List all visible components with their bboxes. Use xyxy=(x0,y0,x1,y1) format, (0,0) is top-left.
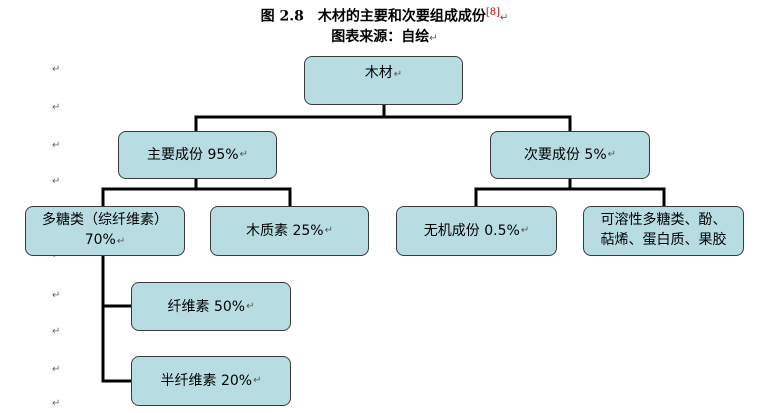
node-soluble-components: 可溶性多糖类、酚、 萜烯、蛋白质、果胶 xyxy=(583,206,744,256)
paragraph-mark: ↵ xyxy=(52,64,61,75)
paragraph-mark: ↵ xyxy=(253,375,262,386)
node-soluble-label-line1: 可溶性多糖类、酚、 xyxy=(600,212,727,228)
paragraph-mark: ↵ xyxy=(52,398,61,409)
paragraph-mark: ↵ xyxy=(393,69,403,80)
paragraph-mark: ↵ xyxy=(52,326,61,337)
node-cellulose: 纤维素 50%↵ xyxy=(131,282,291,331)
figure-source-text: 图表来源：自绘 xyxy=(331,29,430,45)
node-hemicellulose: 半纤维素 20%↵ xyxy=(131,356,291,406)
node-polysaccharides: 多糖类（综纤维素） 70%↵ xyxy=(25,206,185,256)
node-polysaccharides-label: 多糖类（综纤维素） xyxy=(42,212,168,228)
paragraph-mark: ↵ xyxy=(324,225,333,236)
node-soluble-label-line2: 萜烯、蛋白质、果胶 xyxy=(600,232,727,248)
paragraph-mark: ↵ xyxy=(116,236,126,247)
reference-superscript: [8] xyxy=(485,7,500,18)
node-inorganic-label: 无机成份 0.5% xyxy=(423,223,520,239)
node-minor-components: 次要成份 5%↵ xyxy=(490,131,650,179)
paragraph-mark: ↵ xyxy=(239,149,248,160)
paragraph-mark: ↵ xyxy=(607,149,617,160)
paragraph-mark: ↵ xyxy=(429,33,438,44)
figure-title: 图 2.8 木材的主要和次要组成成份[8]↵ xyxy=(0,4,769,28)
node-inorganic: 无机成份 0.5%↵ xyxy=(396,206,557,256)
figure-title-text: 图 2.8 木材的主要和次要组成成份 xyxy=(260,8,486,25)
paragraph-mark: ↵ xyxy=(52,102,61,113)
paragraph-mark: ↵ xyxy=(520,225,530,236)
paragraph-mark: ↵ xyxy=(500,12,509,24)
node-cellulose-label: 纤维素 50% xyxy=(167,298,246,315)
paragraph-mark: ↵ xyxy=(246,300,255,312)
node-wood-label: 木材 xyxy=(364,65,393,81)
paragraph-mark: ↵ xyxy=(52,140,61,151)
figure-source: 图表来源：自绘↵ xyxy=(0,28,769,48)
node-wood: 木材↵ xyxy=(304,56,463,105)
paragraph-mark: ↵ xyxy=(52,290,61,301)
node-hemicellulose-label: 半纤维素 20% xyxy=(160,373,253,389)
node-minor-label: 次要成份 5% xyxy=(523,147,607,163)
node-main-label: 主要成份 95% xyxy=(147,147,239,163)
node-lignin: 木质素 25%↵ xyxy=(210,206,369,256)
paragraph-mark: ↵ xyxy=(52,176,61,187)
node-lignin-label: 木质素 25% xyxy=(246,223,324,239)
node-polysaccharides-percent: 70% xyxy=(84,232,116,248)
node-main-components: 主要成份 95%↵ xyxy=(118,131,277,179)
paragraph-mark: ↵ xyxy=(52,364,61,375)
